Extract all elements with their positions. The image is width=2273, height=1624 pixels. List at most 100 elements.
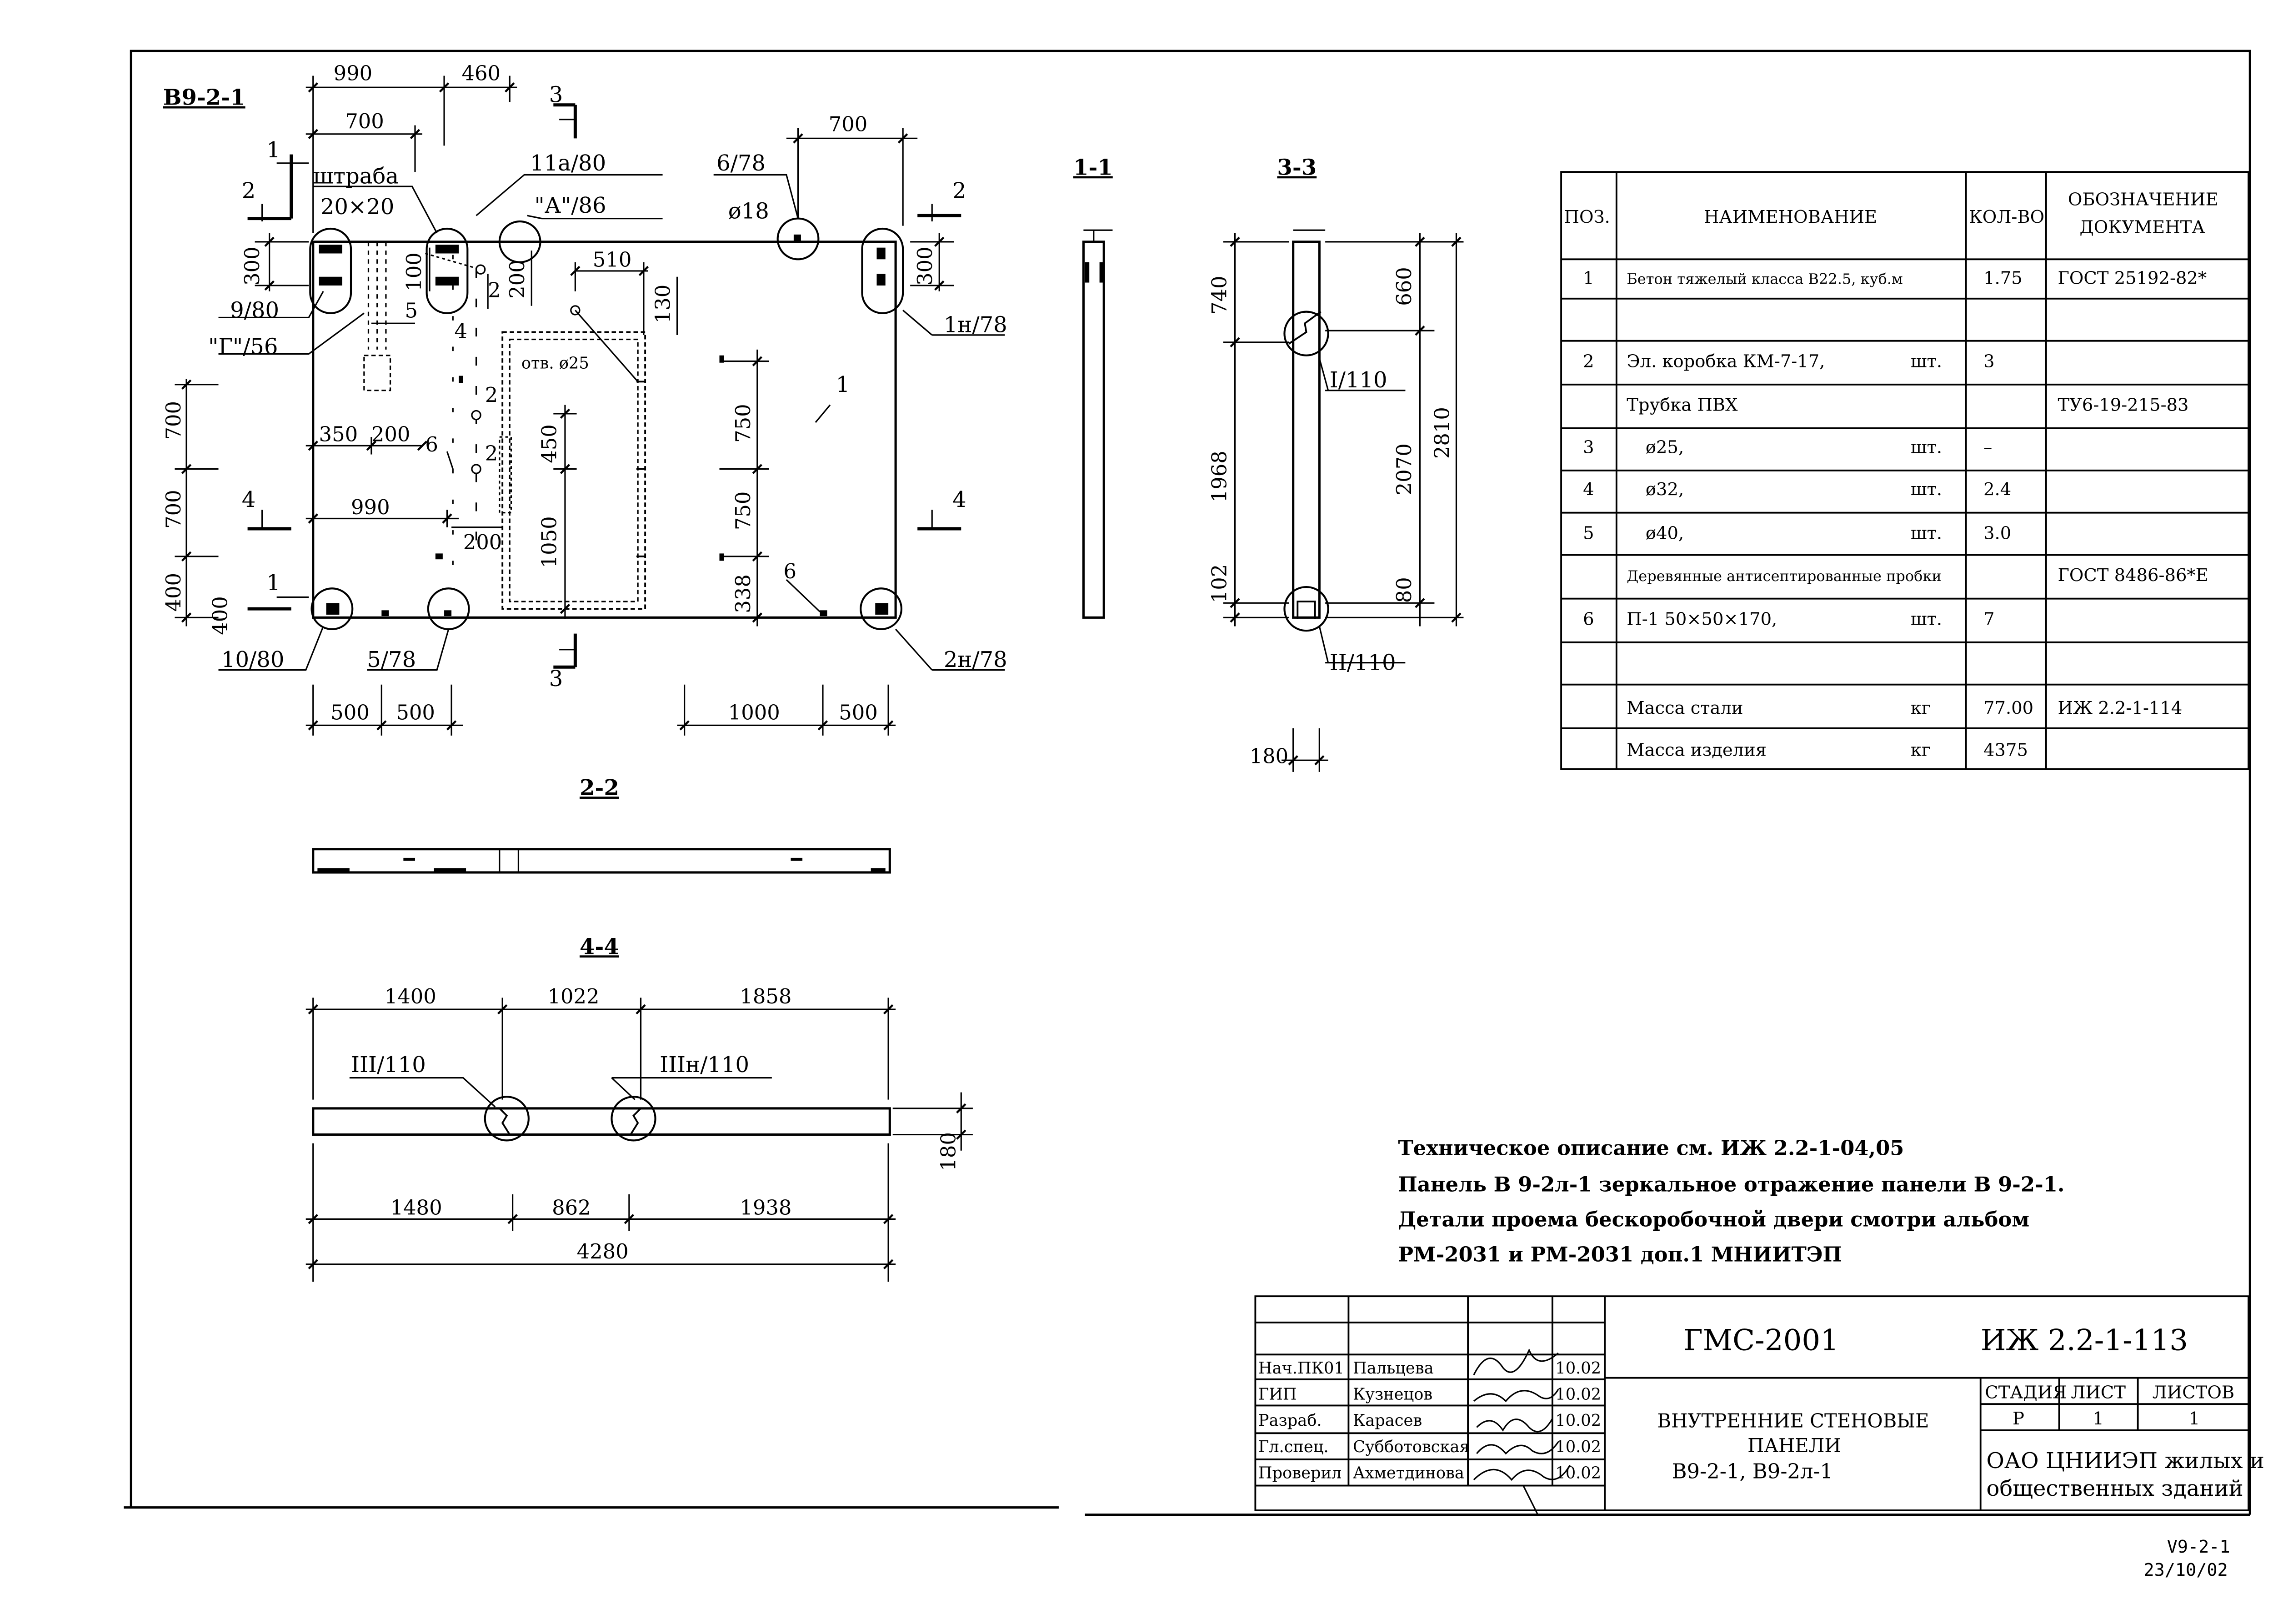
section-2-2-profile bbox=[312, 848, 891, 874]
dim-300-right: 300 bbox=[913, 246, 937, 286]
dim-460: 460 bbox=[461, 61, 501, 85]
sign-date: 10.02 bbox=[1555, 1385, 1601, 1404]
dim-200-c: 200 bbox=[463, 530, 502, 554]
dimension-ticks bbox=[181, 82, 945, 731]
dim-500-a: 500 bbox=[330, 701, 370, 725]
spec-name: ø40, bbox=[1646, 523, 1684, 543]
sheet-frame bbox=[124, 50, 2251, 1516]
section-3-3-profile bbox=[1292, 241, 1321, 619]
dim-200-a: 200 bbox=[505, 260, 529, 299]
node-2n-78: 2н/78 bbox=[944, 647, 1007, 672]
section-1-bottom: 1 bbox=[266, 570, 280, 595]
vertical-dimension-texts: 300 300 100 200 130 700 700 400 450 1050… bbox=[161, 246, 937, 613]
spec-pos: 6 bbox=[1583, 609, 1594, 629]
pos-6-a: 6 bbox=[425, 432, 438, 456]
notes: Техническое описание см. ИЖ 2.2-1-04,05 … bbox=[1398, 1136, 2064, 1266]
sign-role: Проверил bbox=[1258, 1464, 1342, 1483]
node-1n-78: 1н/78 bbox=[944, 312, 1007, 337]
sign-date: 10.02 bbox=[1555, 1464, 1601, 1483]
spec-qty: 2.4 bbox=[1983, 479, 2011, 500]
sign-date: 10.02 bbox=[1555, 1411, 1601, 1430]
dim-700-right: 700 bbox=[829, 112, 868, 136]
section-1-1: 1-1 bbox=[1073, 155, 1113, 619]
section-4-right: 4 bbox=[952, 487, 966, 512]
section-1-top: 1 bbox=[266, 137, 280, 163]
sign-role: Нач.ПК01 bbox=[1258, 1359, 1344, 1378]
section-3-top: 3 bbox=[549, 82, 563, 107]
pos-5: 5 bbox=[405, 298, 418, 322]
dim-300-left: 300 bbox=[240, 246, 264, 286]
dim-4-4-bot-2: 862 bbox=[552, 1196, 591, 1220]
dim-1000: 1000 bbox=[728, 701, 780, 725]
sign-date: 10.02 bbox=[1555, 1359, 1601, 1378]
sheet-value: 1 bbox=[2093, 1408, 2103, 1429]
dim-740: 740 bbox=[1207, 276, 1231, 315]
dim-2070: 2070 bbox=[1392, 443, 1416, 495]
node-6-78: 6/78 bbox=[716, 150, 766, 176]
section-4-left: 4 bbox=[242, 487, 256, 512]
spec-pos: 2 bbox=[1583, 351, 1594, 371]
spec-qty: 1.75 bbox=[1983, 268, 2023, 289]
section-1-1-profile bbox=[1082, 241, 1105, 619]
dim-990-top: 990 bbox=[334, 61, 373, 85]
dim-102: 102 bbox=[1207, 564, 1231, 603]
dim-750-a: 750 bbox=[731, 404, 755, 443]
embedded-parts bbox=[319, 234, 889, 617]
node-II-110: II/110 bbox=[1330, 650, 1396, 676]
sign-role: ГИП bbox=[1258, 1385, 1297, 1404]
section-3-3-title: 3-3 bbox=[1277, 155, 1317, 180]
conduit-lines bbox=[363, 241, 481, 568]
section-2-2-title: 2-2 bbox=[580, 775, 619, 801]
dim-4-4-total: 4280 bbox=[577, 1239, 629, 1263]
signature-scribbles bbox=[1473, 1348, 1571, 1515]
pos-2-c: 2 bbox=[488, 278, 501, 302]
node-I-circle bbox=[1283, 311, 1329, 356]
spec-name: Бетон тяжелый класса В22.5, куб.м bbox=[1627, 271, 1903, 288]
junction-boxes bbox=[471, 264, 581, 474]
spec-qty: 4375 bbox=[1983, 740, 2028, 761]
specification-table: ПОЗ. НАИМЕНОВАНИЕ КОЛ-ВО ОБОЗНАЧЕНИЕ ДОК… bbox=[1560, 171, 2250, 770]
sheet-title-2: ПАНЕЛИ bbox=[1747, 1434, 1841, 1457]
sheet-title-3: В9-2-1, В9-2л-1 bbox=[1672, 1459, 1833, 1484]
node-9-80: 9/80 bbox=[230, 297, 279, 323]
pos-4: 4 bbox=[454, 319, 467, 343]
node-I-110: I/110 bbox=[1330, 367, 1387, 393]
section-4-4-profile bbox=[312, 1107, 891, 1136]
title-block: ГМС-2001 ИЖ 2.2-1-113 ВНУТРЕННИЕ СТЕНОВЫ… bbox=[1254, 1295, 2264, 1515]
node-IIIn-110: IIIн/110 bbox=[660, 1052, 749, 1078]
dim-4-4-top-1: 1400 bbox=[385, 984, 436, 1008]
panel-outline bbox=[312, 241, 897, 619]
sign-name: Субботовская bbox=[1353, 1438, 1470, 1456]
section-3-3: 3-3 bbox=[1207, 155, 1464, 772]
note-2: Панель В 9-2л-1 зеркальное отражение пан… bbox=[1398, 1173, 2064, 1197]
sheets-header: ЛИСТОВ bbox=[2153, 1382, 2234, 1403]
node-5-78: 5/78 bbox=[367, 647, 416, 672]
spec-name: ø25, bbox=[1646, 437, 1684, 457]
dim-4-4-bot-1: 1480 bbox=[391, 1196, 442, 1220]
spec-unit: кг bbox=[1911, 740, 1931, 761]
sheet-title-1: ВНУТРЕННИЕ СТЕНОВЫЕ bbox=[1657, 1409, 1929, 1432]
spec-name: Масса изделия bbox=[1627, 740, 1767, 761]
dim-450: 450 bbox=[537, 424, 561, 463]
spec-unit: шт. bbox=[1911, 351, 1942, 371]
sign-name: Карасев bbox=[1353, 1411, 1422, 1430]
th-pos: ПОЗ. bbox=[1564, 207, 1610, 227]
dim-750-b: 750 bbox=[731, 491, 755, 531]
dim-700-l2: 700 bbox=[161, 490, 185, 529]
stage-header: СТАДИЯ bbox=[1985, 1382, 2067, 1403]
door-opening bbox=[499, 331, 646, 610]
elevation-texts: 990 460 700 700 3 3 1 1 2 2 4 4 штраба 2… bbox=[208, 61, 1007, 692]
dim-990-mid: 990 bbox=[351, 495, 390, 519]
spec-unit: шт. bbox=[1911, 437, 1942, 457]
pos-1: 1 bbox=[836, 372, 850, 397]
shtraba-size: 20×20 bbox=[320, 194, 395, 220]
spec-name: Эл. коробка КМ-7-17, bbox=[1627, 351, 1825, 371]
pos-2-a: 2 bbox=[485, 383, 498, 407]
section-4-4: 4-4 bbox=[305, 934, 973, 1282]
document-code: ИЖ 2.2-1-113 bbox=[1981, 1324, 2188, 1358]
note-1: Техническое описание см. ИЖ 2.2-1-04,05 bbox=[1398, 1136, 1904, 1160]
dim-80: 80 bbox=[1392, 577, 1416, 603]
dim-1968: 1968 bbox=[1207, 451, 1231, 502]
sign-date: 10.02 bbox=[1555, 1438, 1601, 1456]
section-2-right: 2 bbox=[952, 178, 966, 204]
